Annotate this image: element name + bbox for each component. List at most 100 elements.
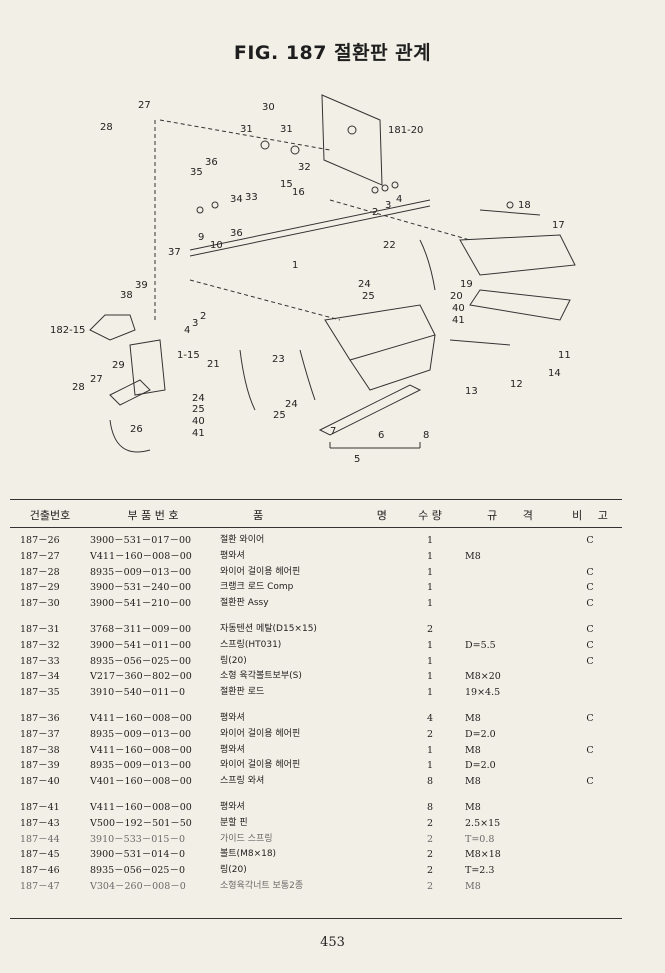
part-name: 와이어 걸이용 헤어핀 [220, 760, 301, 771]
part-number: 8935－009－013－00 [90, 760, 192, 772]
part-name: 분할 핀 [220, 817, 248, 828]
specification: T=0.8 [465, 833, 495, 845]
diagram-label: 8 [423, 430, 429, 441]
item-number: 187－34 [20, 671, 60, 683]
part-name: 소형육각너트 보통2종 [220, 880, 304, 891]
remark: C [586, 623, 594, 635]
quantity: 1 [426, 760, 434, 772]
specification: 19×4.5 [465, 687, 501, 699]
diagram-label: 22 [383, 240, 396, 251]
diagram-label: 17 [552, 220, 565, 231]
part-number: 8935－056－025－0 [90, 865, 185, 877]
diagram-label: 14 [548, 368, 561, 379]
diagram-label: 35 [190, 167, 203, 178]
item-number: 187－29 [20, 582, 60, 594]
part-name: 절환 와이어 [220, 535, 265, 545]
diagram-label: 16 [292, 187, 305, 198]
table-header-rule [10, 527, 622, 528]
diagram-label: 36 [205, 157, 218, 168]
part-name: 평와셔 [220, 712, 245, 723]
item-number: 187－38 [20, 744, 60, 756]
part-number: 3910－533－015－0 [90, 833, 185, 845]
specification: 2.5×15 [465, 817, 501, 829]
part-name: 소형 육각볼트보부(S) [220, 671, 302, 682]
part-number: V401－160－008－00 [90, 776, 192, 788]
item-number: 187－33 [20, 655, 60, 667]
header-part-name: 품 명 [253, 509, 387, 522]
remark: C [586, 744, 594, 756]
table-top-rule [10, 499, 622, 500]
diagram-label: 6 [378, 430, 384, 441]
diagram-label: 26 [130, 424, 143, 435]
diagram-label: 25 [192, 404, 205, 415]
remark: C [586, 712, 594, 724]
quantity: 2 [426, 623, 434, 635]
quantity: 1 [426, 655, 434, 667]
item-number: 187－31 [20, 623, 60, 635]
diagram-label: 40 [452, 303, 465, 314]
part-name: 절환판 Assy [220, 598, 269, 609]
part-name: 와이어 걸이용 헤어핀 [220, 566, 301, 577]
diagram-label: 181-20 [388, 125, 423, 136]
specification: M8 [465, 712, 481, 724]
part-name: 평와셔 [220, 550, 245, 561]
header-qty: 수 량 [418, 509, 442, 522]
table-spacer [10, 790, 622, 800]
specification: M8 [465, 744, 481, 756]
part-number: 3900－541－210－00 [90, 598, 192, 610]
item-number: 187－26 [20, 535, 60, 546]
part-name: 와이어 걸이용 헤어핀 [220, 728, 301, 739]
item-number: 187－28 [20, 566, 60, 578]
diagram-label: 34 [230, 194, 243, 205]
diagram-label: 28 [100, 122, 113, 133]
diagram-label: 24 [285, 399, 298, 410]
quantity: 2 [426, 865, 434, 877]
page-title: FIG. 187 절환판 관계 [233, 42, 432, 64]
item-number: 187－32 [20, 639, 60, 651]
part-name: 링(20) [220, 655, 247, 666]
part-name: 링(20) [220, 865, 247, 876]
item-number: 187－39 [20, 760, 60, 772]
part-name: 볼트(M8×18) [220, 849, 277, 860]
diagram-label: 27 [90, 374, 103, 385]
header-note: 비 고 [572, 509, 608, 522]
part-number: 3900－531－017－00 [90, 535, 192, 546]
part-number: V217－360－802－00 [90, 671, 192, 683]
diagram-label: 182-15 [50, 325, 85, 336]
diagram-label: 33 [245, 192, 258, 203]
part-number: V411－160－008－00 [90, 550, 192, 562]
quantity: 4 [426, 712, 434, 724]
page-number: 453 [320, 935, 345, 950]
diagram-label: 29 [112, 360, 125, 371]
item-number: 187－37 [20, 728, 60, 740]
quantity: 2 [426, 833, 434, 845]
diagram-label: 1-15 [177, 350, 200, 361]
item-number: 187－36 [20, 712, 60, 724]
quantity: 1 [426, 639, 434, 651]
diagram-label: 11 [558, 350, 571, 361]
specification: M8×20 [465, 671, 501, 683]
diagram-label: 10 [210, 240, 223, 251]
part-number: 8935－056－025－00 [90, 655, 192, 667]
quantity: 2 [426, 728, 434, 740]
specification: T=2.3 [465, 865, 495, 877]
table-bottom-rule [10, 918, 622, 919]
specification: D=2.0 [465, 728, 496, 740]
specification: M8 [465, 550, 481, 562]
diagram-label: 19 [460, 279, 473, 290]
diagram-label: 15 [280, 179, 293, 190]
remark: C [586, 776, 594, 788]
part-number: 8935－009－013－00 [90, 728, 192, 740]
quantity: 2 [426, 880, 434, 892]
item-number: 187－44 [20, 833, 60, 845]
part-number: 3900－531－014－0 [90, 849, 185, 861]
diagram-label: 40 [192, 416, 205, 427]
